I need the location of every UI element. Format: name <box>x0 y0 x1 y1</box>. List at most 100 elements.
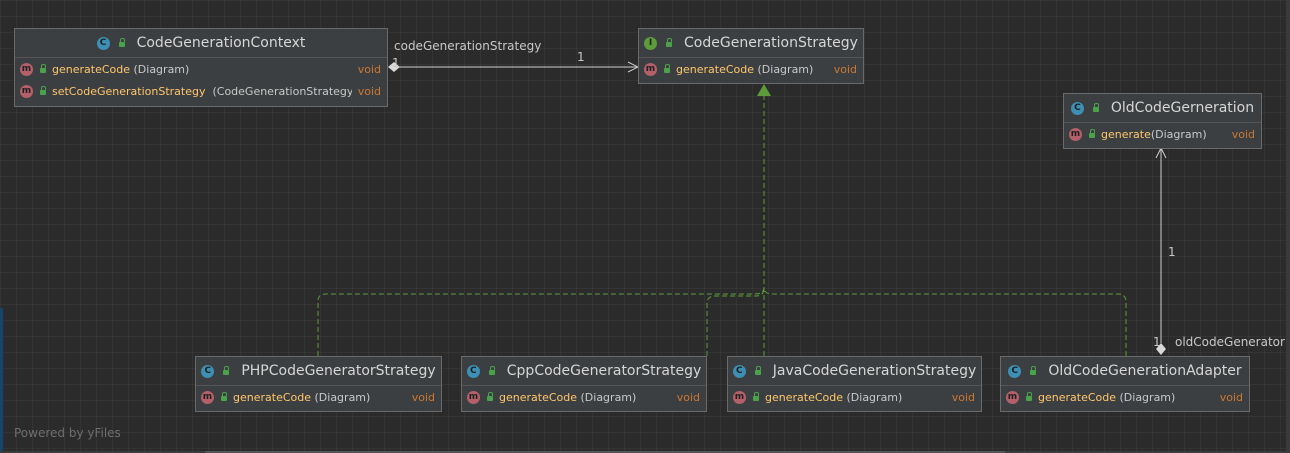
return-type: void <box>357 62 381 76</box>
uml-interface-codegenerationstrategy[interactable]: I CodeGenerationStrategy m generateCode … <box>638 28 864 84</box>
lock-icon <box>40 63 46 73</box>
method-params: (Diagram) <box>757 62 814 76</box>
lock-icon <box>753 391 759 401</box>
lock-icon <box>666 37 673 47</box>
method-signature: generateCode (Diagram) <box>499 391 671 404</box>
method-row[interactable]: m generateCode (Diagram) void <box>462 386 706 408</box>
edge-target-multiplicity: 1 <box>1168 245 1176 259</box>
class-icon: C <box>466 364 480 378</box>
lock-icon <box>1092 102 1099 112</box>
class-icon: C <box>732 364 746 378</box>
lock-icon <box>754 365 761 375</box>
uml-class-oldcodegenerationadapter[interactable]: C OldCodeGenerationAdapter m generateCod… <box>1000 356 1250 412</box>
method-name: generate <box>1101 127 1151 141</box>
realization-cpp <box>706 287 765 356</box>
uml-class-phpcodegeneratorstrategy[interactable]: C PHPCodeGeneratorStrategy m generateCod… <box>195 356 442 412</box>
class-header: C OldCodeGerneration <box>1064 94 1261 123</box>
lock-icon <box>221 391 227 401</box>
class-header: I CodeGenerationStrategy <box>639 29 863 58</box>
method-signature: generateCode (Diagram) <box>765 391 946 404</box>
lock-icon <box>488 365 495 375</box>
method-signature: generateCode (Diagram) <box>1038 391 1214 404</box>
method-params: (Diagram) <box>1119 390 1176 404</box>
return-type: void <box>833 62 857 76</box>
method-name: generateCode <box>233 390 311 404</box>
horizontal-scrollbar[interactable] <box>0 451 1290 453</box>
edge-source-multiplicity: 1 <box>1153 335 1161 349</box>
class-icon: C <box>1008 364 1022 378</box>
method-row[interactable]: m setCodeGenerationStrategy (CodeGenerat… <box>15 80 387 102</box>
lock-icon <box>1026 391 1032 401</box>
lock-icon <box>118 37 125 47</box>
method-params: (Diagram) <box>133 62 190 76</box>
method-icon: m <box>467 390 480 404</box>
composition-diamond-context <box>388 62 400 72</box>
method-name: generateCode <box>499 390 577 404</box>
class-icon: C <box>201 364 215 378</box>
method-signature: generate(Diagram) <box>1101 128 1226 141</box>
method-signature: generateCode (Diagram) <box>233 391 406 404</box>
edge-role-label: codeGenerationStrategy <box>394 39 542 53</box>
class-title: CppCodeGeneratorStrategy <box>506 363 702 379</box>
method-params: (CodeGenerationStrategy ) <box>212 84 352 98</box>
return-type: void <box>676 390 700 404</box>
method-signature: generateCode (Diagram) <box>676 63 828 76</box>
method-row[interactable]: m generateCode (Diagram) void <box>1001 386 1249 408</box>
class-title: CodeGenerationStrategy <box>684 35 858 51</box>
scrollbar-thumb[interactable] <box>205 451 1005 453</box>
method-icon: m <box>1006 390 1019 404</box>
class-header: C CodeGenerationContext <box>15 29 387 58</box>
association-context-strategy <box>399 61 640 73</box>
lock-icon <box>664 63 670 73</box>
realization-edges <box>317 96 1127 356</box>
left-edge-strip <box>0 308 3 453</box>
method-name: setCodeGenerationStrategy <box>52 84 206 98</box>
right-scroll-edge[interactable] <box>1286 0 1290 453</box>
realization-arrowhead <box>757 84 771 96</box>
lock-icon <box>223 365 230 375</box>
uml-class-javacodegenerationstrategy[interactable]: C JavaCodeGenerationStrategy m generateC… <box>727 356 982 412</box>
return-type: void <box>1231 127 1255 141</box>
association-adapter-old <box>1155 146 1167 343</box>
method-icon: m <box>201 390 214 404</box>
method-params: (Diagram) <box>580 390 637 404</box>
uml-class-codegenerationcontext[interactable]: C CodeGenerationContext m generateCode (… <box>14 28 388 107</box>
class-title: OldCodeGenerationAdapter <box>1048 363 1242 379</box>
return-type: void <box>951 390 975 404</box>
method-params: (Diagram) <box>314 390 371 404</box>
class-title: PHPCodeGeneratorStrategy <box>241 363 436 379</box>
method-name: generateCode <box>676 62 754 76</box>
class-title: CodeGenerationContext <box>136 35 306 51</box>
method-name: generateCode <box>52 62 130 76</box>
method-row[interactable]: m generateCode (Diagram) void <box>639 58 863 80</box>
watermark: Powered by yFiles <box>14 426 121 440</box>
method-icon: m <box>733 390 746 404</box>
return-type: void <box>357 84 381 98</box>
class-title: JavaCodeGenerationStrategy <box>772 363 977 379</box>
class-icon: C <box>1070 101 1084 115</box>
edge-role-label: oldCodeGenerator <box>1175 335 1285 349</box>
method-icon: m <box>644 62 657 76</box>
method-name: generateCode <box>1038 390 1116 404</box>
return-type: void <box>411 390 435 404</box>
method-icon: m <box>20 84 33 98</box>
edge-source-multiplicity: 1 <box>392 56 400 70</box>
composition-diamond-adapter <box>1156 343 1166 355</box>
class-icon: C <box>96 36 110 50</box>
return-type: void <box>1219 390 1243 404</box>
method-row[interactable]: m generate(Diagram) void <box>1064 123 1261 145</box>
class-header: C OldCodeGenerationAdapter <box>1001 357 1249 386</box>
method-row[interactable]: m generateCode (Diagram) void <box>15 58 387 80</box>
lock-icon <box>40 85 46 95</box>
method-params: (Diagram) <box>846 390 903 404</box>
method-row[interactable]: m generateCode (Diagram) void <box>196 386 441 408</box>
class-header: C PHPCodeGeneratorStrategy <box>196 357 441 386</box>
edge-target-multiplicity: 1 <box>577 50 585 64</box>
realization-adapter <box>763 286 1127 356</box>
method-icon: m <box>1069 127 1082 141</box>
class-title: OldCodeGerneration <box>1110 100 1255 116</box>
method-row[interactable]: m generateCode (Diagram) void <box>728 386 981 408</box>
method-signature: generateCode (Diagram) <box>52 63 352 76</box>
uml-class-cppcodegeneratorstrategy[interactable]: C CppCodeGeneratorStrategy m generateCod… <box>461 356 707 412</box>
uml-class-oldcodegerneration[interactable]: C OldCodeGerneration m generate(Diagram)… <box>1063 93 1262 149</box>
